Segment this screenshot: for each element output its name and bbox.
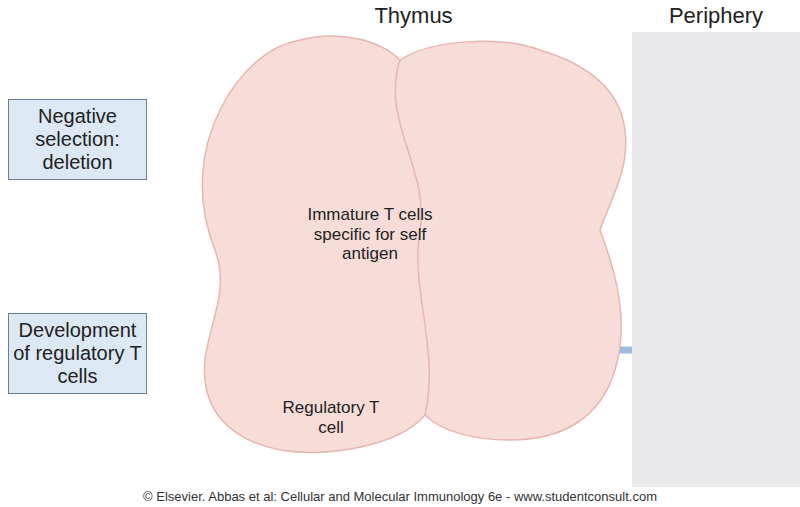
- node-text: Negative selection: deletion: [13, 105, 142, 174]
- copyright-caption: © Elsevier. Abbas et al: Cellular and Mo…: [0, 489, 800, 504]
- periphery-band: Periphery: [632, 0, 800, 487]
- process-box: Development of regulatory T cells: [8, 313, 147, 394]
- cell-label: Regulatory T cell: [275, 398, 387, 438]
- node-text: Development of regulatory T cells: [13, 319, 142, 388]
- periphery-ground: [632, 32, 800, 487]
- callout-label: Immature T cells specific for self antig…: [290, 205, 450, 264]
- column-heading: Periphery: [632, 3, 800, 29]
- process-box: Negative selection: deletion: [8, 99, 147, 180]
- column-heading: Thymus: [195, 3, 632, 29]
- cell-label-text: Regulatory T cell: [275, 398, 387, 437]
